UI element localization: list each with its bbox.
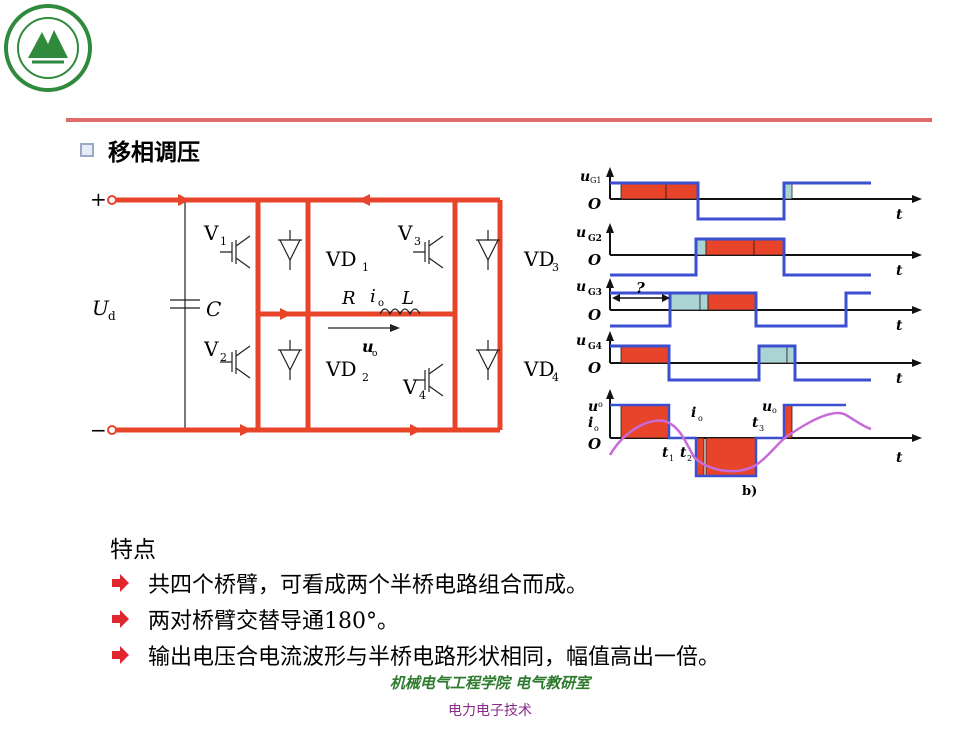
diode-symbols	[278, 230, 500, 380]
v3-label: V	[397, 221, 413, 245]
ug4-sub: G4	[588, 342, 602, 352]
footer-department: 机械电气工程学院 电气教研室	[389, 674, 591, 692]
uo-wave-label: u	[588, 399, 598, 415]
ud-label: U	[92, 296, 110, 320]
t-label-2: t	[896, 263, 903, 279]
vd1-label: VD	[325, 247, 356, 271]
plus-terminal	[107, 195, 117, 205]
vd1-sub: 1	[362, 261, 369, 274]
features-heading: 特点	[110, 537, 156, 563]
origin-label-2: O	[588, 251, 601, 269]
output-row: u o i o O i o u o t 3 t 1 t 2 t b)	[588, 389, 922, 499]
footer-course: 电力电子技术	[448, 703, 532, 719]
origin-label-3: O	[588, 306, 601, 324]
t3-label: t	[752, 415, 759, 431]
io-mid-label: i	[691, 405, 696, 421]
t1-label: t	[662, 445, 669, 461]
ug3-label: u	[576, 279, 586, 295]
inductor-coil	[379, 308, 421, 316]
t-label-3: t	[896, 318, 903, 334]
ug1-label: u	[580, 169, 590, 185]
io-sub: o	[378, 298, 384, 309]
io-wave-sub: o	[594, 424, 599, 433]
ud-sub: d	[108, 309, 116, 323]
arrow-bullet-icon	[112, 646, 129, 664]
ug1-sub: G1	[590, 176, 601, 185]
vd3-sub: 3	[552, 261, 559, 274]
vd2-sub: 2	[362, 371, 369, 384]
l-label: L	[401, 288, 414, 309]
ug1-row: u G1 O t	[580, 167, 922, 223]
feature-text: 两对桥臂交替导通180°。	[148, 609, 399, 634]
t2-sub: 2	[687, 454, 692, 463]
t1-sub: 1	[669, 454, 674, 463]
vd4-label: VD	[523, 357, 554, 381]
origin-label-4: O	[588, 359, 601, 377]
ug4-row: u G4 O t	[576, 331, 922, 387]
vd3-label: VD	[523, 247, 554, 271]
gate-waveforms: u G1 O t u G2 O t ? u G3 O t	[576, 167, 922, 499]
igbt-symbols	[220, 235, 444, 397]
uo-wave-sub: o	[598, 400, 603, 409]
circuit-wires	[170, 200, 200, 432]
t3-sub: 3	[759, 424, 764, 433]
list-item: 共四个桥臂，可看成两个半桥电路组合而成。	[110, 565, 720, 601]
v1-sub: 1	[220, 235, 227, 248]
t-label-4: t	[896, 371, 903, 387]
io-wave-label: i	[588, 415, 593, 431]
list-item: 两对桥臂交替导通180°。	[110, 601, 720, 637]
section-title: 移相调压	[80, 134, 200, 166]
t-label-1: t	[896, 207, 903, 223]
r-label: R	[341, 288, 356, 309]
phase-shift-question: ?	[636, 279, 645, 297]
v4-label: V	[402, 375, 418, 399]
section-title-text: 移相调压	[108, 139, 200, 166]
figure-caption: b)	[742, 484, 757, 499]
feature-text: 输出电压合电流波形与半桥电路形状相同，幅值高出一倍。	[148, 645, 721, 670]
ug2-label: u	[576, 225, 586, 241]
arrow-bullet-icon	[112, 574, 129, 592]
current-path	[110, 197, 503, 433]
plus-label: +	[90, 187, 107, 211]
current-arrows	[178, 194, 422, 436]
v3-sub: 3	[414, 235, 421, 248]
uo-mid-label: u	[762, 399, 772, 415]
uo-sub: o	[372, 349, 377, 359]
feature-list: 共四个桥臂，可看成两个半桥电路组合而成。 两对桥臂交替导通180°。 输出电压合…	[110, 565, 720, 673]
ug3-sub: G3	[588, 288, 602, 298]
ug2-sub: G2	[588, 234, 602, 244]
ug2-row: u G2 O t	[576, 223, 922, 279]
uo-mid-sub: o	[772, 406, 777, 415]
origin-label-1: O	[588, 195, 601, 213]
minus-label: −	[90, 418, 107, 442]
university-seal-icon	[4, 4, 92, 92]
t2-label: t	[680, 445, 687, 461]
checkbox-bullet-icon	[80, 143, 94, 157]
t-label-5: t	[896, 450, 903, 466]
list-item: 输出电压合电流波形与半桥电路形状相同，幅值高出一倍。	[110, 637, 720, 673]
feature-text: 共四个桥臂，可看成两个半桥电路组合而成。	[148, 573, 589, 598]
v1-label: V	[203, 221, 219, 245]
full-bridge-circuit: + − U d C V 1 V 2 V 3 V 4 VD 1 VD 2 VD 3…	[90, 187, 559, 442]
v4-sub: 4	[419, 389, 426, 402]
v2-label: V	[203, 337, 219, 361]
arrow-bullet-icon	[112, 610, 129, 628]
uo-label: u	[362, 337, 374, 356]
vd2-label: VD	[325, 357, 356, 381]
header-rule	[66, 118, 932, 122]
minus-terminal	[107, 425, 117, 435]
origin-label-5: O	[588, 435, 601, 453]
vd4-sub: 4	[552, 371, 559, 384]
v2-sub: 2	[220, 351, 227, 364]
ug4-label: u	[576, 333, 586, 349]
io-mid-sub: o	[698, 414, 703, 423]
capacitor-label: C	[206, 297, 221, 321]
io-label: i	[370, 286, 376, 307]
ug3-row: ? u G3 O t	[576, 278, 922, 334]
